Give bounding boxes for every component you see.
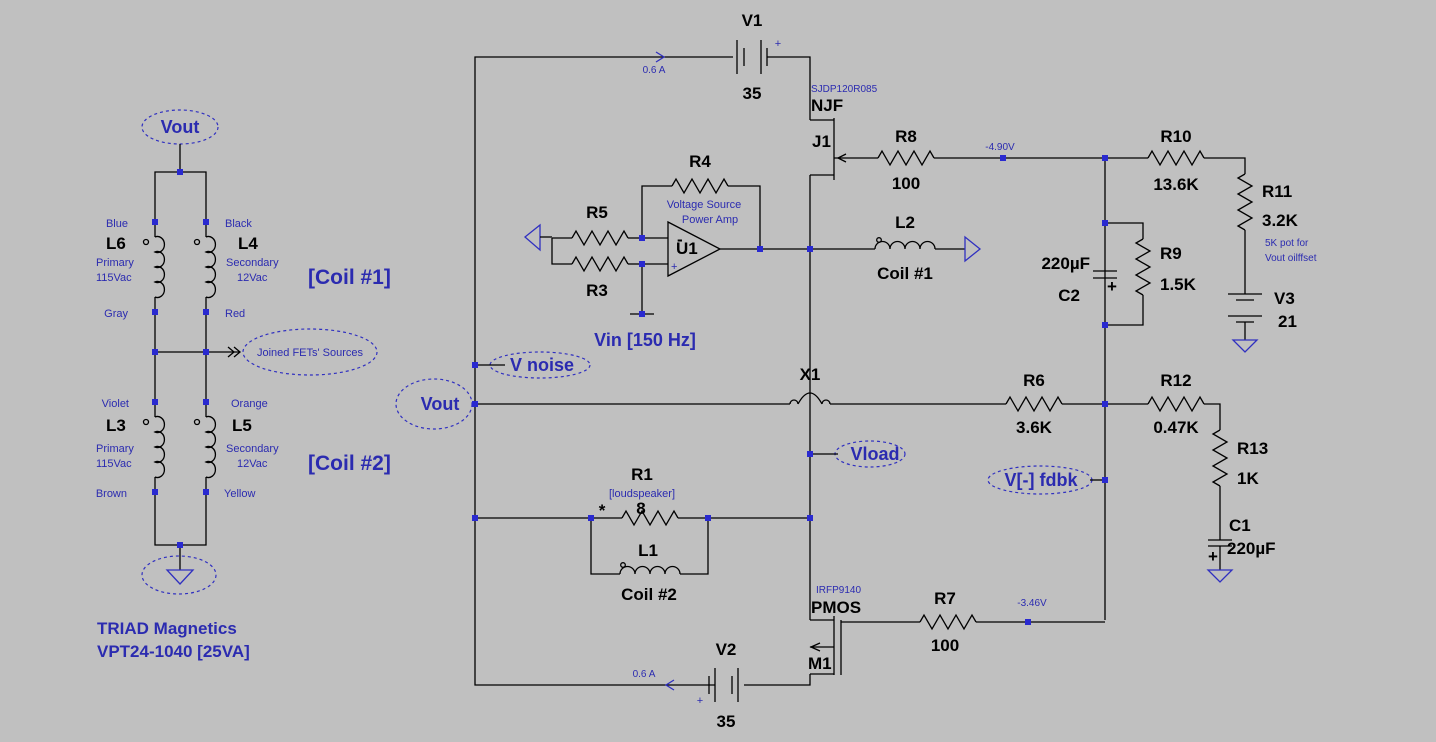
R13-value: 1K	[1237, 469, 1259, 488]
L3-line2: 115Vac	[96, 458, 132, 470]
ground-icon	[165, 569, 195, 585]
pin-brown: Brown	[96, 488, 127, 500]
R1-star: *	[599, 501, 606, 520]
ground-icon	[523, 223, 541, 252]
transformer-section: Vout Joined FETs' Sources	[96, 109, 391, 661]
R8-value: 100	[892, 174, 920, 193]
v2-current: 0.6 A	[633, 669, 656, 680]
L2-name: L2	[895, 213, 915, 232]
R10-name: R10	[1160, 127, 1191, 146]
maker-line1: TRIAD Magnetics	[97, 619, 237, 638]
V2-name: V2	[716, 640, 737, 659]
R1-value: 8	[636, 499, 645, 518]
R7-name: R7	[934, 589, 956, 608]
ground-icon	[1231, 339, 1259, 353]
R5-name: R5	[586, 203, 608, 222]
L4-name: L4	[238, 234, 258, 253]
C1-name: C1	[1229, 516, 1251, 535]
R8-name: R8	[895, 127, 917, 146]
ground-icon	[1206, 569, 1234, 583]
R6-value: 3.6K	[1016, 418, 1053, 437]
L2-label: Coil #1	[877, 264, 933, 283]
M1-part: IRFP9140	[816, 585, 861, 596]
C1-value: 220µF	[1227, 539, 1276, 558]
L3-line1: Primary	[96, 443, 134, 455]
pin-blue: Blue	[106, 218, 128, 230]
J1-type: NJF	[811, 96, 843, 115]
R1-name: R1	[631, 465, 653, 484]
pin-black: Black	[225, 218, 252, 230]
U1-name: U1	[676, 239, 698, 258]
R7-value: 100	[931, 636, 959, 655]
M1-type: PMOS	[811, 598, 861, 617]
C2-value: 220µF	[1041, 254, 1090, 273]
gate-voltage-bottom: -3.46V	[1017, 598, 1047, 609]
joined-sources-label: Joined FETs' Sources	[257, 347, 364, 359]
V3-value: 21	[1278, 312, 1297, 331]
L4-line2: 12Vac	[237, 272, 268, 284]
pin-violet: Violet	[102, 398, 129, 410]
L3-name: L3	[106, 416, 126, 435]
L4-line1: Secondary	[226, 257, 279, 269]
U1-plus: +	[671, 261, 677, 273]
R4-name: R4	[689, 152, 711, 171]
R11-value: 3.2K	[1262, 211, 1299, 230]
C2-name: C2	[1058, 286, 1080, 305]
L5-line2: 12Vac	[237, 458, 268, 470]
pin-yellow: Yellow	[224, 488, 255, 500]
R9-name: R9	[1160, 244, 1182, 263]
R13-name: R13	[1237, 439, 1268, 458]
C2-plus: +	[1107, 277, 1117, 296]
U1-minus: -	[677, 230, 683, 249]
M1-name: M1	[808, 654, 832, 673]
pin-gray: Gray	[104, 308, 128, 320]
amplifier-section: 0.6 A V1 35 + SJDP120R085 NJF J1 R8 100 …	[395, 11, 1317, 731]
R11-name: R11	[1262, 182, 1292, 201]
V2-plus: +	[697, 695, 703, 707]
R1-note: [loudspeaker]	[609, 488, 675, 500]
L1-label: Coil #2	[621, 585, 677, 604]
U1-line2: Power Amp	[682, 214, 738, 226]
vload-net-label: Vload	[850, 444, 899, 464]
R10-value: 13.6K	[1153, 175, 1199, 194]
R12-name: R12	[1160, 371, 1191, 390]
coil2-tag: [Coil #2]	[308, 452, 391, 475]
R6-name: R6	[1023, 371, 1045, 390]
R11-note2: Vout oilffset	[1265, 253, 1317, 264]
vin-label: Vin [150 Hz]	[594, 330, 696, 350]
C1-plus: +	[1208, 547, 1218, 566]
vnoise-net-label: V noise	[510, 355, 574, 375]
coil1-tag: [Coil #1]	[308, 266, 391, 289]
transformer-vout-label: Vout	[161, 117, 200, 137]
V2-value: 35	[717, 712, 736, 731]
vout-net-label: Vout	[421, 394, 460, 414]
V1-value: 35	[743, 84, 762, 103]
vfdbk-net-label: V[-] fdbk	[1005, 470, 1079, 490]
V1-plus: +	[775, 38, 781, 50]
maker-line2: VPT24-1040 [25VA]	[97, 642, 250, 661]
V3-name: V3	[1274, 289, 1295, 308]
ground-icon	[964, 235, 982, 263]
R9-value: 1.5K	[1160, 275, 1197, 294]
L1-name: L1	[638, 541, 658, 560]
L6-line2: 115Vac	[96, 272, 132, 284]
R11-note1: 5K pot for	[1265, 238, 1309, 249]
R12-value: 0.47K	[1153, 418, 1199, 437]
V1-name: V1	[742, 11, 763, 30]
gate-voltage-top: -4.90V	[985, 142, 1015, 153]
v1-current: 0.6 A	[643, 65, 666, 76]
X1-name: X1	[800, 365, 821, 384]
J1-name: J1	[812, 132, 831, 151]
L5-name: L5	[232, 416, 252, 435]
L5-line1: Secondary	[226, 443, 279, 455]
L6-line1: Primary	[96, 257, 134, 269]
R3-name: R3	[586, 281, 608, 300]
pin-red: Red	[225, 308, 245, 320]
U1-line1: Voltage Source	[667, 199, 742, 211]
L6-name: L6	[106, 234, 126, 253]
J1-part: SJDP120R085	[811, 84, 878, 95]
pin-orange: Orange	[231, 398, 268, 410]
